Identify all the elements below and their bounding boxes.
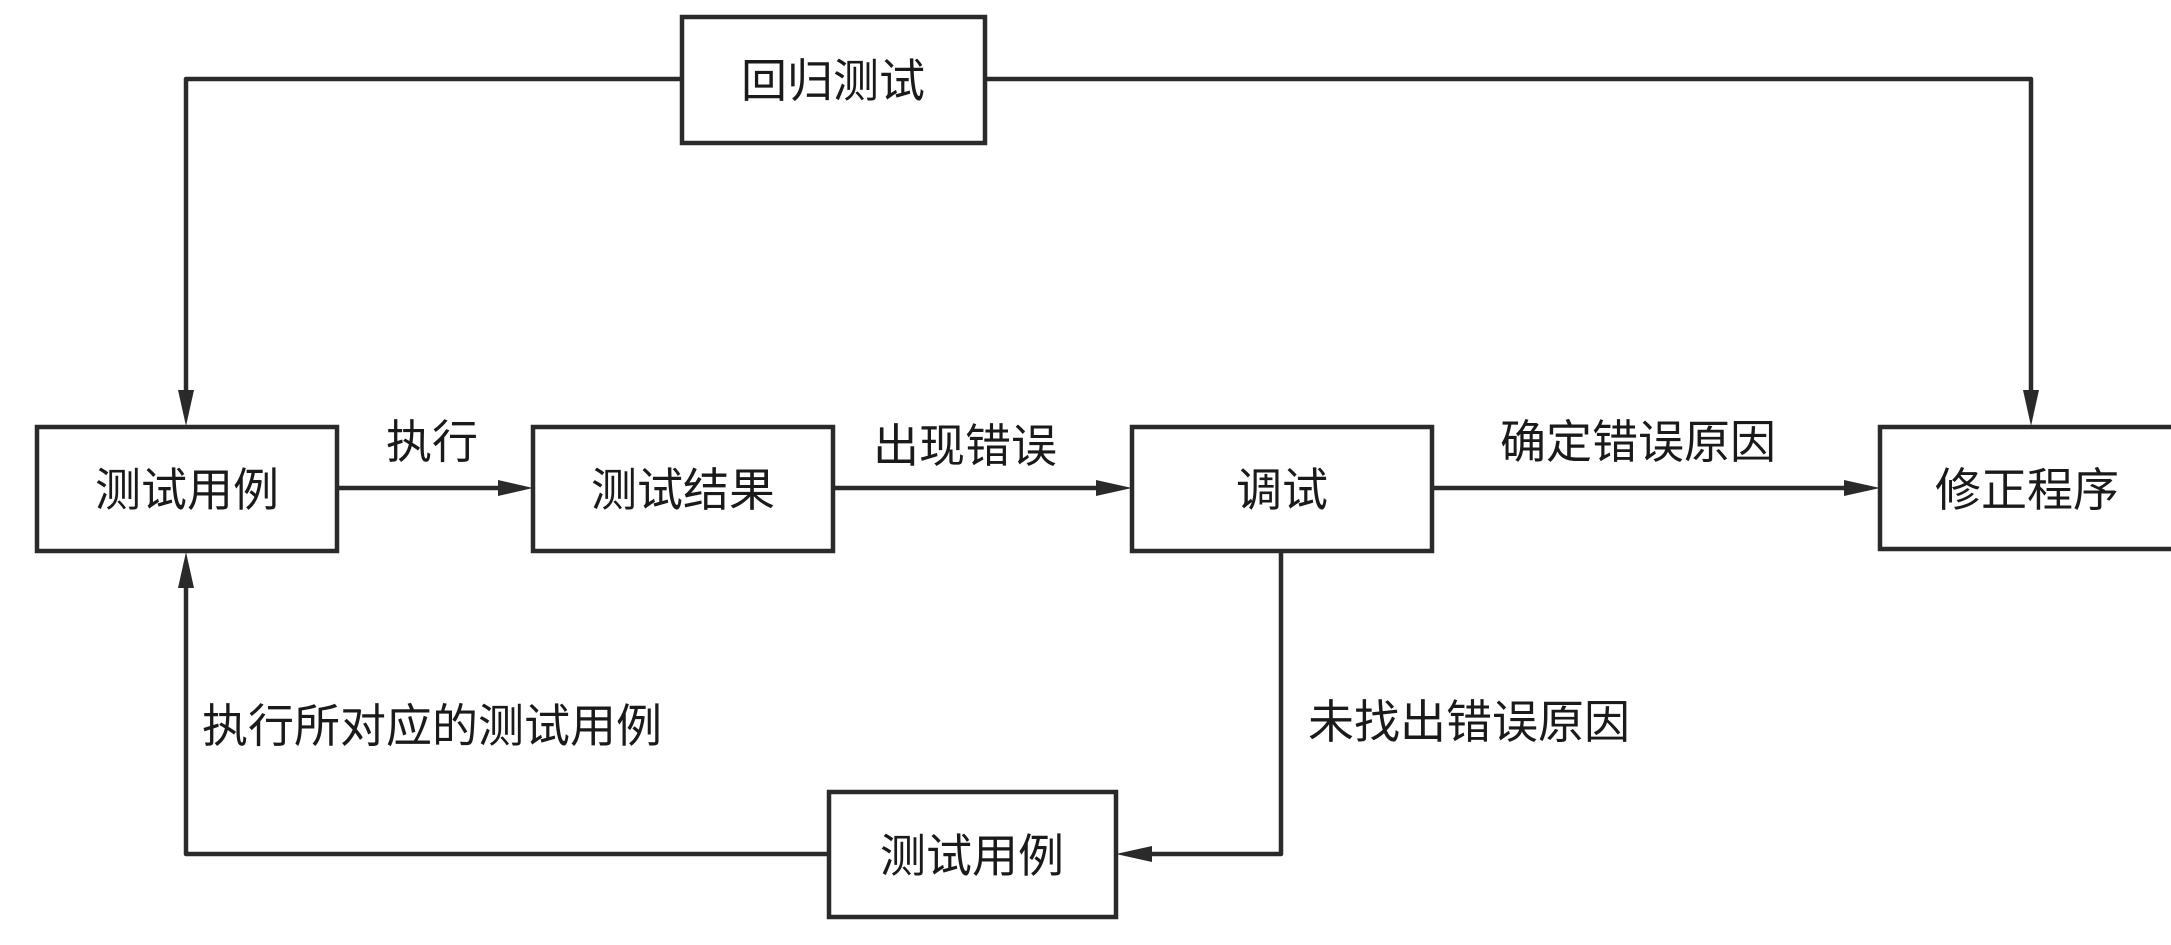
arrow-into-fix-program-top — [2023, 390, 2039, 426]
cause-not-found-line — [1134, 551, 1284, 857]
cause-identified-label: 确定错误原因 — [1500, 415, 1776, 469]
execute-label: 执行 — [386, 415, 478, 469]
edge-execute: 执行 — [337, 415, 533, 496]
cause-identified-arrow-head — [1844, 480, 1880, 496]
edge-run-corresponding: 执行所对应的测试用例 — [178, 552, 829, 857]
node-test-results: 测试结果 — [530, 424, 836, 554]
regression-line-right — [985, 76, 2034, 405]
edge-error-found: 出现错误 — [833, 419, 1132, 496]
node-regression-test-label: 回归测试 — [741, 54, 925, 108]
node-fix-program: 修正程序 — [1877, 424, 2171, 552]
arrow-into-test-cases-top — [178, 390, 194, 426]
node-test-results-label: 测试结果 — [591, 463, 775, 517]
node-regression-test: 回归测试 — [679, 14, 988, 146]
node-debugging: 调试 — [1129, 424, 1435, 554]
run-corresponding-arrow-head — [178, 552, 194, 588]
node-test-cases-bottom-label: 测试用例 — [880, 829, 1064, 883]
run-corresponding-line — [183, 570, 829, 857]
node-test-cases-bottom: 测试用例 — [826, 789, 1119, 920]
regression-line-left — [183, 76, 682, 405]
cause-not-found-label: 未找出错误原因 — [1308, 695, 1630, 749]
cause-not-found-arrow-head — [1116, 846, 1152, 862]
run-corresponding-label: 执行所对应的测试用例 — [202, 699, 662, 753]
edge-cause-identified: 确定错误原因 — [1432, 415, 1880, 496]
node-fix-program-label: 修正程序 — [1935, 463, 2119, 517]
execute-arrow-head — [498, 480, 533, 496]
node-test-cases: 测试用例 — [34, 424, 340, 554]
node-debugging-label: 调试 — [1236, 463, 1328, 517]
node-test-cases-label: 测试用例 — [95, 463, 279, 517]
error-found-label: 出现错误 — [873, 419, 1057, 473]
error-found-arrow-head — [1096, 480, 1132, 496]
edge-regression-loop — [178, 76, 2039, 426]
edge-cause-not-found: 未找出错误原因 — [1116, 551, 1630, 862]
